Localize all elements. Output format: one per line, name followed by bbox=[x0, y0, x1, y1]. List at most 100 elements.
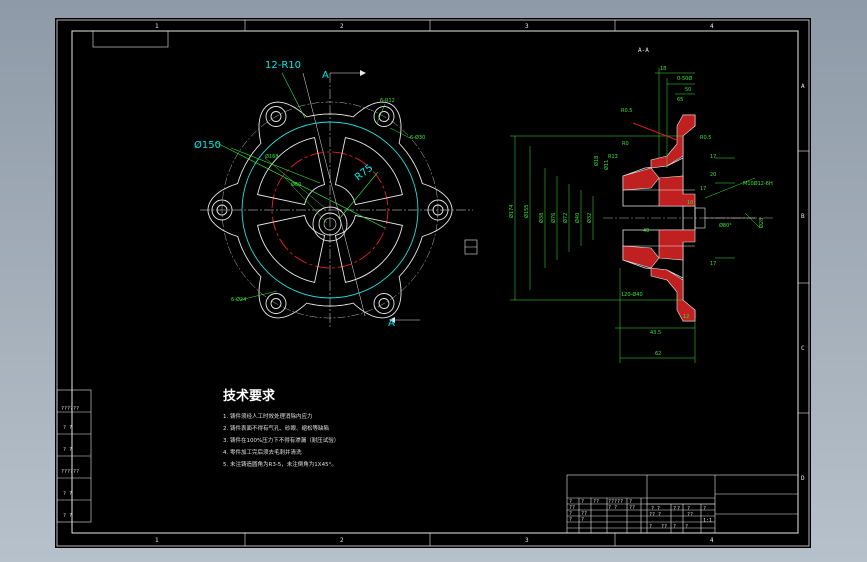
tb-cell: ? bbox=[649, 524, 652, 530]
bottom-dim-1: 43.5 bbox=[650, 330, 661, 336]
small-label-2: R0.5 bbox=[700, 135, 711, 141]
left-dim-2: Ø155 bbox=[523, 205, 530, 218]
tb-cell: ? bbox=[687, 506, 690, 512]
tech-item: 5. 未注铸造圆角为R3-5，未注倒角为1X45°。 bbox=[223, 460, 337, 468]
tb-cell: ? bbox=[677, 506, 680, 512]
bolt-hole bbox=[265, 106, 287, 127]
top-dim-1: 18 bbox=[660, 66, 666, 72]
bolt-hole-inner bbox=[378, 298, 390, 309]
zone-top-3: 3 bbox=[525, 23, 529, 30]
tb-cell: ?? bbox=[661, 524, 667, 530]
bolt-hole-inner bbox=[270, 111, 282, 122]
bolt-hole bbox=[373, 293, 395, 314]
radius-label: R75 bbox=[353, 163, 375, 184]
tech-item: 3. 铸件在100%压力下不得有渗漏（耐压试验） bbox=[223, 436, 339, 444]
tb-cell: ? ? bbox=[651, 506, 660, 512]
bolt-hole-inner bbox=[378, 111, 390, 122]
tb-cell: ?? bbox=[569, 505, 575, 511]
tb-cell: ?? bbox=[687, 512, 693, 518]
tb-cell: ? bbox=[581, 499, 584, 505]
zone-top-4: 4 bbox=[710, 23, 714, 30]
left-dim-5: Ø72 bbox=[562, 213, 569, 223]
flange-outline bbox=[207, 101, 453, 319]
top-dim-3: 50 bbox=[685, 87, 691, 93]
tb-cell: ? bbox=[569, 511, 572, 517]
inner-circle-label: Ø168 bbox=[265, 153, 278, 160]
bottom-note: 120-Ø40 bbox=[621, 291, 643, 298]
drawing-sheet: 1 2 3 4 1 2 3 4 A B C D ?????? ? ? ? ? ?… bbox=[55, 18, 811, 548]
zone-bottom-4: 4 bbox=[710, 537, 714, 544]
tb-cell: ? bbox=[703, 506, 706, 512]
top-dim-4: 65 bbox=[677, 97, 683, 103]
zone-right-d: D bbox=[801, 475, 805, 482]
zone-top-2: 2 bbox=[340, 23, 344, 30]
inner-small-label: Ø60 bbox=[291, 181, 301, 188]
small-label-1: R0.5 bbox=[621, 108, 632, 114]
angle-label: Ø80° bbox=[719, 222, 732, 229]
tech-item: 2. 铸件表面不得有气孔、砂眼、缩松等缺陷 bbox=[223, 424, 329, 432]
small-holes-label: 6-Ø24 bbox=[231, 296, 246, 303]
bolt-hole-inner bbox=[216, 204, 228, 216]
tb-cell: ? bbox=[673, 524, 676, 530]
zone-top-1: 1 bbox=[155, 23, 159, 30]
zone-right-c: C bbox=[801, 345, 805, 352]
small-label-4: R0 bbox=[622, 141, 629, 147]
front-view: 12-R10 Ø150 R75 A A 6-Ø24 6-R12 6-Ø30 Ø1… bbox=[194, 60, 478, 329]
right-dim-2: 20 bbox=[710, 172, 716, 178]
bolt-circle bbox=[221, 101, 439, 319]
right-dia: Ø28 bbox=[758, 218, 765, 228]
hub-outer bbox=[312, 206, 348, 242]
right-dim-6: 17 bbox=[710, 261, 716, 267]
strip-cell: ?????? bbox=[61, 406, 79, 412]
small-label-3: R13 bbox=[608, 154, 618, 160]
outer-frame bbox=[56, 19, 810, 547]
spoke-window bbox=[257, 214, 326, 283]
bolt-hole bbox=[427, 199, 449, 221]
left-dim-6: Ø40 bbox=[574, 213, 581, 223]
hub-inner bbox=[318, 212, 342, 236]
bolt-hole bbox=[265, 293, 287, 314]
zone-bottom-1: 1 bbox=[155, 537, 159, 544]
strip-cell: ? ? bbox=[63, 513, 72, 519]
tech-requirements: 技术要求 1. 铸件须经人工时效处理消除内应力 2. 铸件表面不得有气孔、砂眼、… bbox=[223, 388, 339, 468]
spoke-window bbox=[334, 214, 403, 283]
strip-cell: ? ? bbox=[63, 491, 72, 497]
zone-bottom-3: 3 bbox=[525, 537, 529, 544]
strip-cell: ? ? bbox=[63, 425, 72, 431]
zone-bottom-2: 2 bbox=[340, 537, 344, 544]
hatch-lower-inner bbox=[658, 229, 696, 261]
spoke-windows bbox=[257, 137, 403, 283]
bolt-hole bbox=[211, 199, 233, 221]
hole-label-top-right: 6-R12 bbox=[380, 98, 395, 104]
left-dim-7: Ø32 bbox=[586, 213, 593, 223]
small-dim: 12 bbox=[683, 314, 689, 320]
title-block bbox=[566, 474, 799, 534]
hole-label-right: 6-Ø30 bbox=[410, 134, 425, 141]
title-block-text: ? ? ?? ????? ? ?? ? ? ?? ? ?? ? ? ?? ? ?… bbox=[569, 499, 712, 530]
hatch-lower-hub bbox=[622, 245, 660, 269]
hatch-upper-inner bbox=[658, 175, 696, 207]
left-dim-3: Ø38 bbox=[538, 213, 545, 223]
tb-cell: ? bbox=[673, 506, 676, 512]
tb-cell: ? ? bbox=[608, 505, 617, 511]
top-dim-2: 0-50Ø bbox=[677, 75, 692, 82]
hatch-upper-hub bbox=[622, 167, 660, 191]
left-dim-1: Ø174 bbox=[508, 205, 515, 218]
zone-right-a: A bbox=[801, 83, 805, 90]
tb-cell: ? bbox=[581, 517, 584, 523]
tb-cell: ????? bbox=[608, 499, 623, 505]
hatch-top bbox=[650, 114, 696, 169]
flange-circle bbox=[241, 121, 419, 299]
section-letter-top: A bbox=[322, 70, 329, 81]
tech-item: 1. 铸件须经人工时效处理消除内应力 bbox=[223, 412, 313, 420]
right-dim-1: 17 bbox=[710, 154, 716, 160]
cad-drawing: 1 2 3 4 1 2 3 4 A B C D ?????? ? ? ? ? ?… bbox=[56, 19, 810, 547]
left-strip: ?????? ? ? ? ? ?????? ? ? ? ? bbox=[56, 389, 92, 523]
right-dim-4: 10 bbox=[687, 200, 693, 206]
tb-cell: ?? bbox=[581, 511, 587, 517]
bolt-hole-inner bbox=[270, 298, 282, 309]
tb-cell: 1:1 bbox=[703, 518, 712, 524]
spoke-window bbox=[334, 137, 403, 206]
right-dim-3: 17 bbox=[700, 186, 706, 192]
inner-frame bbox=[71, 30, 799, 534]
